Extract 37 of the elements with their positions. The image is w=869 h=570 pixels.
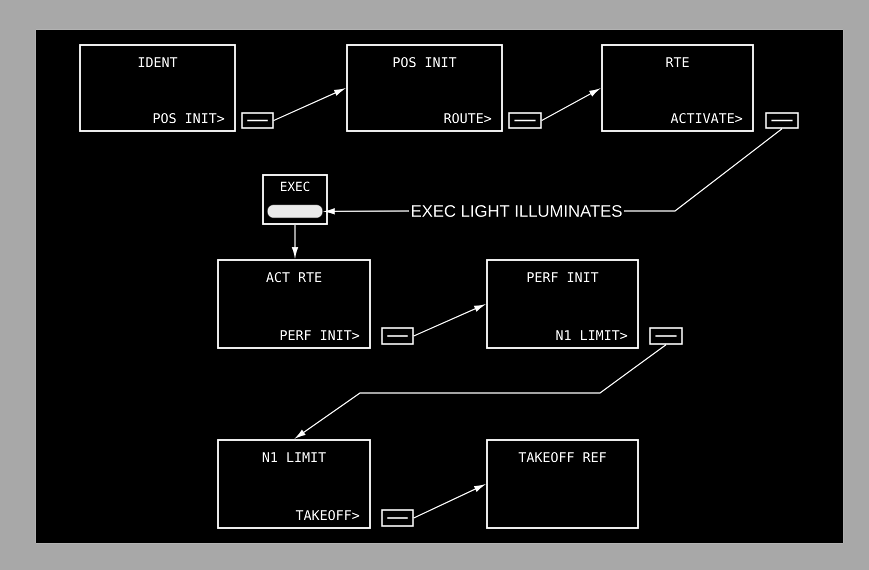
page-title: POS INIT xyxy=(394,57,456,68)
exec-light xyxy=(267,204,323,218)
display-screen xyxy=(486,259,639,349)
key-label: EXEC xyxy=(280,182,310,192)
arrow xyxy=(292,224,298,256)
arrow xyxy=(541,88,599,122)
line-select-key xyxy=(649,327,683,345)
prompt-text: ROUTE> xyxy=(444,113,492,124)
arrow xyxy=(325,208,410,214)
arrow xyxy=(273,88,344,122)
page-title: TAKEOFF REF xyxy=(518,452,606,462)
line-select-key xyxy=(765,112,799,129)
display-screen xyxy=(217,439,371,529)
prompt-text: ACTIVATE> xyxy=(670,113,742,124)
page-title: IDENT xyxy=(138,57,178,67)
display-screen xyxy=(486,439,639,529)
line-select-key xyxy=(508,112,542,129)
prompt-text: POS INIT> xyxy=(154,113,224,124)
exec-key xyxy=(262,174,328,225)
display-screen xyxy=(601,44,754,132)
line-select-key xyxy=(381,327,414,345)
arrow xyxy=(296,344,666,438)
arrow xyxy=(414,304,484,337)
prompt-text: PERF INIT> xyxy=(280,330,360,340)
page-title: PERF INIT xyxy=(528,272,598,282)
prompt-text: TAKEOFF> xyxy=(296,510,360,520)
display-screen xyxy=(79,44,236,132)
callout-text: EXEC LIGHT ILLUMINATES xyxy=(412,205,622,217)
prompt-text: N1 LIMIT> xyxy=(556,330,628,340)
arrow xyxy=(413,484,484,519)
display-screen xyxy=(346,44,503,132)
line-select-key xyxy=(381,509,414,527)
display-screen xyxy=(217,259,371,349)
page-title: RTE xyxy=(666,57,689,67)
line-select-key xyxy=(241,112,274,129)
page-title: N1 LIMIT xyxy=(262,452,326,462)
page-title: ACT RTE xyxy=(266,272,322,282)
